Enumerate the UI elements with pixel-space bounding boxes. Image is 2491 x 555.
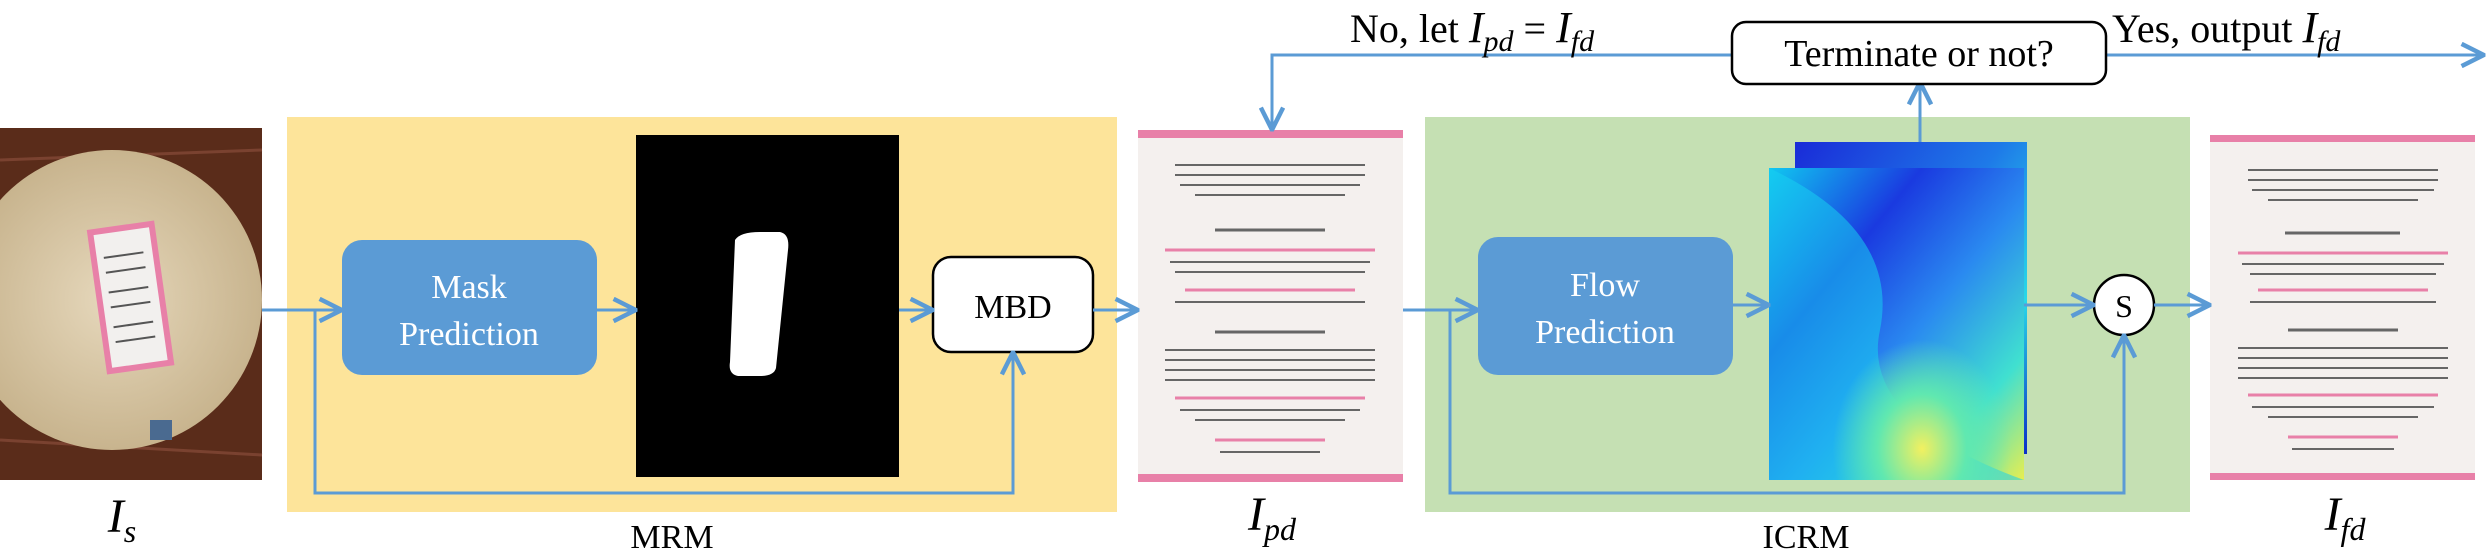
mrm-caption: MRM <box>630 519 713 555</box>
arrow-ipd-bypass-to-sampler <box>1448 310 2124 495</box>
flow-prediction-box <box>1478 237 1733 375</box>
arrow-decision-no <box>1272 53 1732 128</box>
flow-prediction-label-line1: Flow <box>1570 267 1640 304</box>
flow-prediction-label-line2: Prediction <box>1535 314 1675 351</box>
terminate-decision-box <box>1730 20 2108 86</box>
yes-branch-label: Yes, output Ifd <box>2112 3 2341 58</box>
intermediate-document <box>1138 130 1403 482</box>
input-label: Is <box>107 490 136 549</box>
input-photo <box>0 128 263 480</box>
sampler-label: S <box>2115 288 2133 324</box>
mask-image <box>636 135 899 477</box>
intermediate-label: Ipd <box>1247 488 1297 547</box>
output-label: Ifd <box>2324 488 2367 547</box>
mask-prediction-box <box>342 240 597 375</box>
output-document <box>2210 135 2475 480</box>
terminate-decision-label: Terminate or not? <box>1784 33 2054 75</box>
icrm-caption: ICRM <box>1763 519 1850 555</box>
mask-prediction-label-line1: Mask <box>431 269 507 306</box>
arrow-input-bypass-to-mbd <box>313 310 1013 495</box>
mbd-label: MBD <box>974 289 1051 326</box>
no-branch-label: No, let Ipd = Ifd <box>1350 3 1595 58</box>
flow-field-front <box>1769 168 2024 480</box>
mask-prediction-label-line2: Prediction <box>399 316 539 353</box>
